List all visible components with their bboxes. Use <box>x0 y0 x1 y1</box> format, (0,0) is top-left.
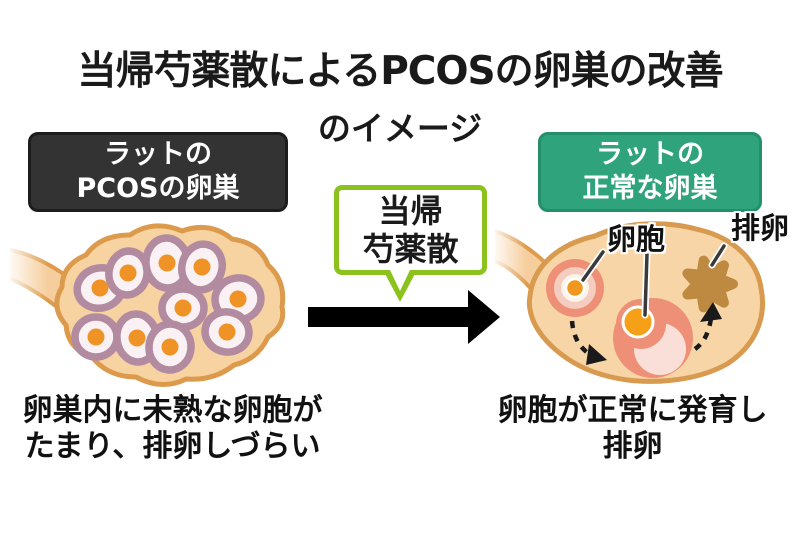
before-caption: 卵巣内に未熟な卵胞が たまり、排卵しづらい <box>5 393 340 465</box>
page-title: 当帰芍薬散によるPCOSの卵巣の改善 <box>77 49 723 94</box>
bubble-line1: 当帰 <box>378 191 443 230</box>
ovulated-egg <box>682 255 738 313</box>
bubble-line2: 芍薬散 <box>362 230 459 268</box>
before-caption-line1: 卵巣内に未熟な卵胞が <box>22 393 323 428</box>
stalk-fade <box>10 235 48 325</box>
mature-follicle <box>613 298 693 378</box>
pcos-label-line1: ラットの <box>104 139 212 171</box>
normal-label-line1: ラットの <box>596 139 704 171</box>
page-subtitle: のイメージ <box>317 109 483 148</box>
normal-ovary-illustration <box>495 218 765 384</box>
cycle-arrow-left-head <box>586 344 607 365</box>
cycle-arrow-right <box>693 317 714 351</box>
cycle-arrow-right-head <box>700 302 722 322</box>
follicle-annotation: 卵胞 <box>606 222 665 256</box>
label-pointer-lines <box>579 242 728 319</box>
normal-ovary-label-box: ラットの 正常な卵巣 <box>538 132 762 212</box>
cycle-arrow-left <box>569 320 593 357</box>
transition-arrow-icon <box>308 290 500 344</box>
after-caption-line2: 排卵 <box>602 429 663 464</box>
after-caption-line1: 卵胞が正常に発育し <box>497 393 768 428</box>
cycle-arrows <box>569 302 722 365</box>
pcos-ovary-label-box: ラットの PCOSの卵巣 <box>28 132 288 212</box>
tokishakuyakusan-bubble: 当帰 芍薬散 <box>334 185 487 302</box>
pcos-label-line2: PCOSの卵巣 <box>76 173 240 204</box>
arrow-shape <box>308 290 500 344</box>
pcos-ovary-illustration <box>10 223 286 387</box>
after-caption: 卵胞が正常に発育し 排卵 <box>465 393 800 465</box>
ovulation-annotation: 排卵 <box>730 211 789 245</box>
normal-label-line2: 正常な卵巣 <box>582 173 718 204</box>
stalk-fade <box>495 218 527 306</box>
immature-egg-dots <box>87 254 247 356</box>
before-caption-line2: たまり、排卵しづらい <box>24 429 321 464</box>
